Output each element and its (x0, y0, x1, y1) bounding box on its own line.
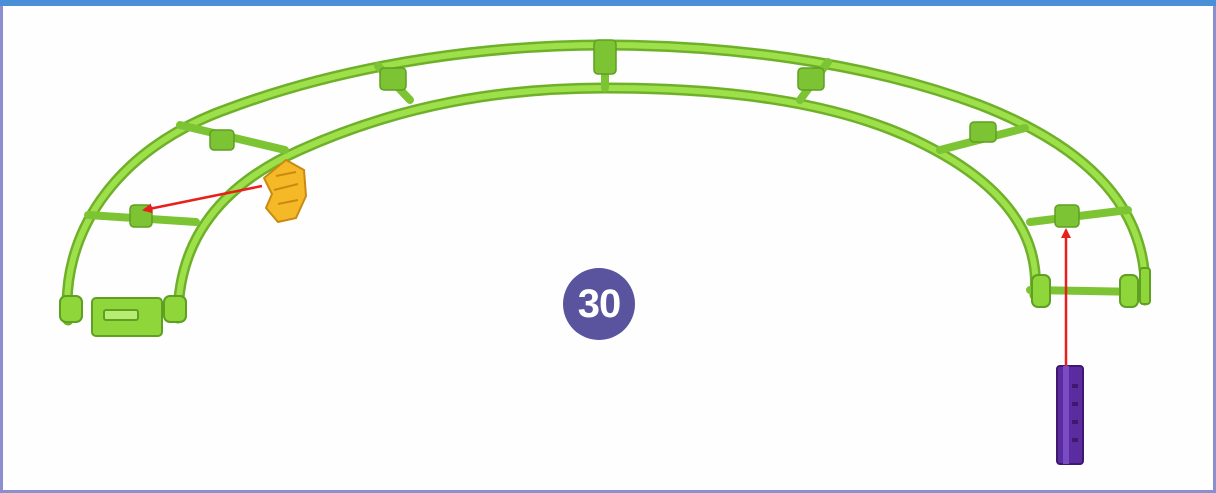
step-number: 30 (578, 282, 621, 327)
arrow-yellow-to-track (144, 186, 262, 210)
purple-rod (1057, 366, 1083, 464)
step-number-badge: 30 (563, 268, 635, 340)
